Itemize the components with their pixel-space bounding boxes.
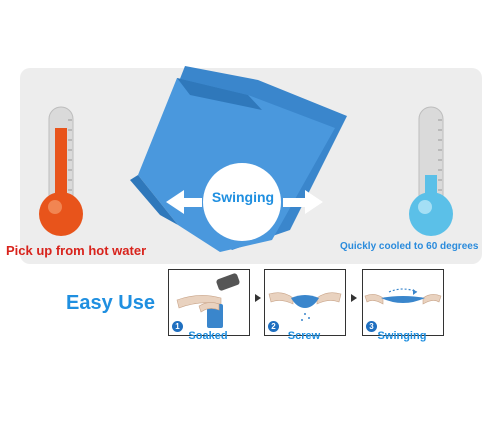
step-3-frame: 3 [362,269,444,336]
step-arrow-2-icon [351,294,357,302]
step-2-frame: 2 [264,269,346,336]
cooled-label: Quickly cooled to 60 degrees [340,241,479,252]
step-arrow-1-icon [255,294,261,302]
step-2-number: 2 [268,321,279,332]
step-1-number: 1 [172,321,183,332]
screw-illustration [268,292,342,321]
step-2-label: Screw [287,330,321,342]
center-label: Swinging [211,189,275,205]
swinging-illustration [364,288,442,305]
step-1-label: Soaked [188,330,228,342]
hot-water-label: Pick up from hot water [6,243,147,258]
soaked-illustration [176,273,240,328]
arrow-left-icon [166,190,202,214]
step-1-frame: 1 [168,269,250,336]
swinging-badge [203,163,281,241]
step-3-label: Swinging [377,330,427,342]
easy-use-title: Easy Use [66,292,155,314]
thermometer-cold-icon [409,106,453,236]
step-3-number: 3 [366,321,377,332]
arrow-right-icon [283,190,323,214]
thermometer-hot-icon [39,106,83,236]
